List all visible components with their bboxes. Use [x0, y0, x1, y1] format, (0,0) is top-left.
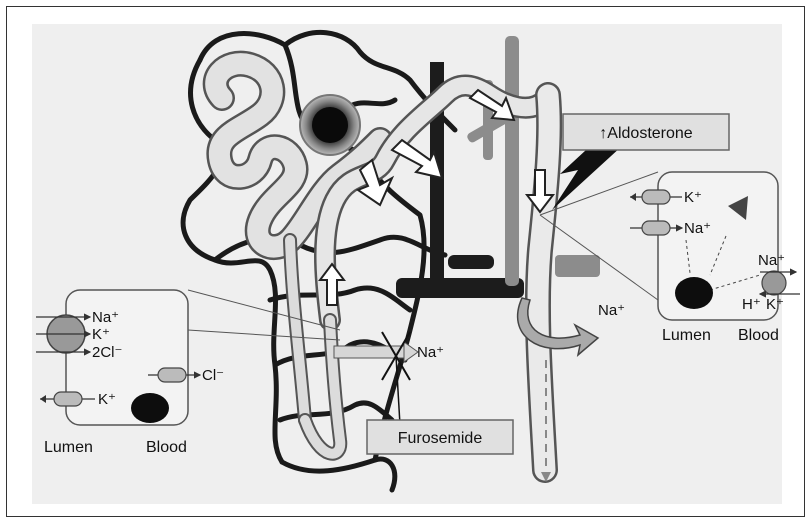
left-lumen-label: Lumen	[44, 439, 93, 456]
left-cell: Na⁺ K⁺ 2Cl⁻ K⁺ Cl⁻ Lumen Blood	[36, 290, 224, 456]
na-blocked-label: Na⁺	[417, 344, 444, 361]
na-k-atpase-pump	[762, 271, 786, 295]
left-k-out-arrowhead	[40, 395, 46, 403]
right-pump-k-label: K⁺	[766, 296, 784, 313]
furosemide-label: Furosemide	[398, 430, 483, 447]
left-cell-outline	[66, 290, 188, 425]
left-channel-cl-label: Cl⁻	[202, 367, 224, 384]
left-na-label: Na⁺	[92, 309, 119, 326]
na-transport-arrowhead	[404, 342, 418, 362]
left-channel-k-label: K⁺	[98, 391, 116, 408]
right-cell: K⁺ Na⁺ Na⁺ H⁺ K⁺ Lumen Blood	[630, 172, 800, 344]
right-lumen-label: Lumen	[662, 327, 711, 344]
left-nucleus	[131, 393, 169, 423]
right-blood-label: Blood	[738, 327, 779, 344]
left-2cl-label: 2Cl⁻	[92, 344, 122, 361]
right-pump-na-label: Na⁺	[758, 252, 785, 269]
right-nucleus	[675, 277, 713, 309]
glomerulus	[300, 95, 360, 155]
right-channel-na-label: Na⁺	[684, 220, 711, 237]
right-k-out-arrowhead	[630, 193, 636, 201]
na-collecting-label: Na⁺	[598, 302, 625, 319]
left-k-label: K⁺	[92, 326, 110, 343]
left-zoom-line-2	[188, 330, 340, 340]
right-pump-h-label: H⁺	[742, 296, 761, 313]
left-blood-label: Blood	[146, 439, 187, 456]
clc-channel	[158, 368, 186, 382]
right-channel-k-label: K⁺	[684, 189, 702, 206]
enac-na-channel	[642, 221, 670, 235]
enac-k-channel	[642, 190, 670, 204]
aldosterone-label: ↑Aldosterone	[599, 125, 692, 142]
romk-channel	[54, 392, 82, 406]
